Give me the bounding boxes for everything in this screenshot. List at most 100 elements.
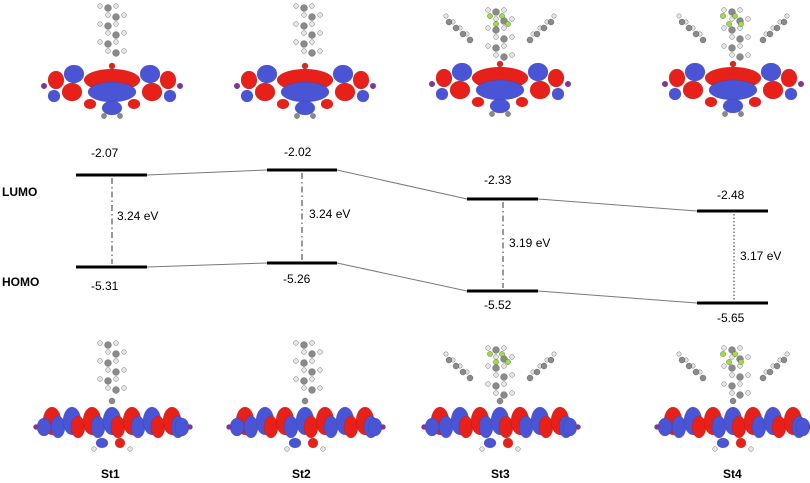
orbital-lobe-positive [320,98,334,110]
hydrogen-atom [301,12,307,18]
hydrogen-atom [97,340,103,346]
orbital-lobe-negative [760,62,782,82]
carbon-atom [112,13,120,21]
carbon-atom [692,368,700,376]
hydrogen-atom [121,367,127,373]
orbital-lobe-negative [722,98,744,114]
orbital-lobe-positive [307,437,319,449]
carbon-atom [728,364,736,372]
orbital-lobe-negative [87,81,137,103]
orbital-lobe-positive [762,80,784,100]
hydrogen-atom [309,39,315,45]
lumo-orbital-images [41,3,805,119]
hydrogen-atom [721,25,727,31]
carbon-atom [500,373,508,381]
carbon-atom [759,374,767,382]
iodine-atom [429,80,436,87]
hydrogen-atom [729,390,735,396]
carbon-atom [104,22,112,30]
orbital-lobe-negative [36,417,52,437]
hydrogen-atom [97,39,103,45]
fluorine-atom [505,359,511,365]
hydrogen-atom [113,358,119,364]
orbital-lobe-negative [716,437,730,449]
hydrogen-atom [309,21,315,27]
orbital-lobe-negative [668,87,682,101]
hydrogen-atom [784,13,790,19]
orbital-lobe-negative [294,100,316,116]
st1-homo-connector [146,262,268,268]
orbital-lobe-positive [254,82,276,102]
carbon-atom [699,36,707,44]
orbital-lobe-negative [95,437,109,449]
orbital-lobe-negative [562,417,578,437]
st2-label: St2 [292,467,311,481]
hydrogen-atom [745,34,751,40]
orbital-lobe-positive [47,70,65,90]
carbon-atom [492,364,500,372]
hydrogen-atom [105,48,111,54]
hydrogen-atom [485,7,491,13]
orbital-lobe-negative [139,64,161,84]
orbital-lobe-positive [668,68,686,88]
hydrogen-atom [737,7,743,13]
orbital-lobe-negative [551,87,565,101]
hydrogen-atom [493,354,499,360]
fluorine-atom [505,21,511,27]
hydrogen-atom [485,363,491,369]
hydrogen-atom [721,7,727,13]
fluorine-atom [487,13,493,19]
st2-homo-orbital [226,340,386,452]
orbital-lobe-positive [83,98,97,110]
hydrogen-atom [551,351,557,357]
hydrogen-atom [121,349,127,355]
st4-lumo-value: -2.48 [717,188,745,202]
carbon-atom [505,111,511,117]
orbital-lobe-positive [547,68,565,88]
fluorine-atom [726,21,732,27]
iodine-atom [575,424,581,430]
carbon-atom [301,62,309,70]
iodine-atom [226,424,232,430]
hydrogen-atom [97,21,103,27]
carbon-atom [466,374,474,382]
carbon-atom [300,359,308,367]
carbon-atom [526,374,534,382]
iodine-atom [662,80,669,87]
hydrogen-atom [317,48,323,54]
hydrogen-atom [97,376,103,382]
hydrogen-atom [113,376,119,382]
orbital-lobe-positive [334,82,356,102]
carbon-atom [308,13,316,21]
orbital-lobe-positive [141,82,163,102]
carbon-atom [685,24,693,32]
hydrogen-atom [501,43,507,49]
hydrogen-atom [309,358,315,364]
hydrogen-atom [493,390,499,396]
carbon-atom [300,40,308,48]
st2-gap-label: 3.24 eV [309,207,350,221]
carbon-atom [736,35,744,43]
carbon-atom [301,397,309,405]
orbital-lobe-positive [352,70,370,90]
carbon-atom [108,62,116,70]
carbon-atom [500,391,508,399]
st2-lumo-value: -2.02 [284,145,312,159]
hydrogen-atom [443,13,449,19]
st2-lumo-orbital [233,3,377,119]
hydrogen-atom [301,30,307,36]
orbital-lobe-negative [657,417,673,437]
hydrogen-atom [97,358,103,364]
hydrogen-atom [501,25,507,31]
hydrogen-atom [317,385,323,391]
hydrogen-atom [293,21,299,27]
iodine-atom [380,424,386,430]
carbon-atom [729,60,737,68]
hydrogen-atom [121,30,127,36]
carbon-atom [766,368,774,376]
carbon-atom [780,18,788,26]
fluorine-atom [738,359,744,365]
hydrogen-atom [745,372,751,378]
orbital-lobe-negative [288,437,302,449]
st3-gap-label: 3.19 eV [509,236,550,250]
